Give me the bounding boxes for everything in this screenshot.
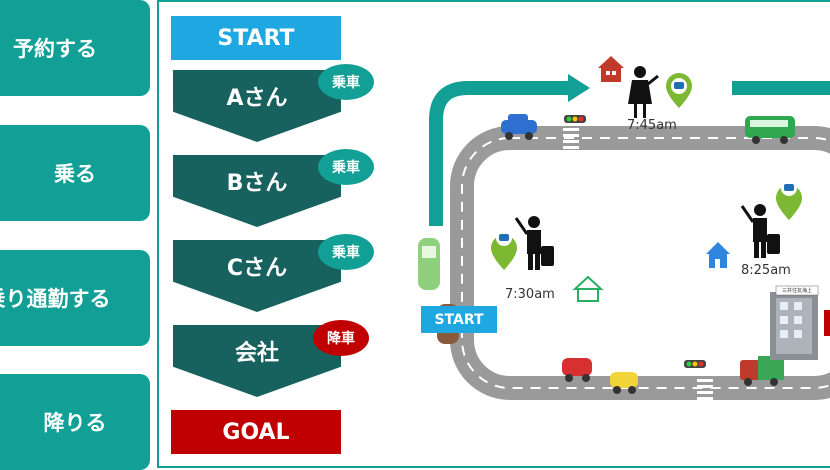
sidebar-label: 予約する bbox=[13, 37, 97, 61]
sidebar-label: 乗り通勤する bbox=[0, 287, 111, 311]
road-center-line bbox=[461, 137, 830, 389]
flow-step-label: Bさん bbox=[226, 171, 288, 196]
person-woman-icon bbox=[628, 66, 659, 118]
flow-step-label: Cさん bbox=[226, 256, 288, 281]
traffic-light-icon bbox=[684, 360, 706, 368]
crosswalk bbox=[697, 379, 713, 400]
route-arrow bbox=[429, 81, 570, 226]
sidebar-item-reserve[interactable]: 予約する bbox=[0, 0, 150, 96]
flow-step-label: Aさん bbox=[226, 86, 288, 111]
house-icon-green bbox=[572, 275, 604, 302]
flow-step-label: 会社 bbox=[234, 341, 279, 366]
sidebar-item-commute[interactable]: 乗り通勤する bbox=[0, 250, 150, 346]
boarding-badge: 乗車 bbox=[318, 64, 374, 100]
boarding-badge: 乗車 bbox=[318, 149, 374, 185]
sidebar-label: 降りる bbox=[43, 411, 107, 435]
traffic-light-icon bbox=[564, 115, 586, 123]
sidebar-item-ride[interactable]: 乗る bbox=[0, 125, 150, 221]
flow-start: START bbox=[171, 16, 341, 60]
car-red-icon bbox=[562, 358, 592, 382]
sidebar-item-alight[interactable]: 降りる bbox=[0, 374, 150, 470]
bus-stop-pin-icon bbox=[666, 73, 692, 108]
house-icon-red bbox=[598, 56, 624, 82]
main-panel bbox=[157, 0, 830, 468]
route-arrow-head bbox=[568, 74, 590, 102]
bus-stop-pin-icon bbox=[491, 230, 517, 270]
time-label: 8:25am bbox=[741, 263, 791, 278]
office-sign: 三井住友海上 bbox=[781, 288, 812, 294]
alighting-badge: 降車 bbox=[313, 320, 369, 356]
office-building-icon bbox=[770, 285, 819, 360]
bus-stop-pin-icon bbox=[776, 180, 802, 220]
map-start-label: START bbox=[421, 306, 497, 333]
goal-marker bbox=[824, 310, 830, 336]
car-green-icon bbox=[418, 238, 440, 290]
bus-green-icon bbox=[745, 116, 795, 144]
house-icon-blue bbox=[706, 242, 730, 268]
time-label: 7:30am bbox=[505, 287, 555, 302]
flow-goal: GOAL bbox=[171, 410, 341, 454]
time-label: 7:45am bbox=[627, 118, 677, 133]
car-yellow-icon bbox=[610, 372, 638, 394]
sidebar-label: 乗る bbox=[54, 162, 96, 186]
person-with-luggage-icon bbox=[740, 204, 780, 258]
car-blue-icon bbox=[501, 114, 537, 140]
person-with-luggage-icon bbox=[514, 216, 554, 270]
crosswalk bbox=[563, 128, 579, 149]
boarding-badge: 乗車 bbox=[318, 234, 374, 270]
